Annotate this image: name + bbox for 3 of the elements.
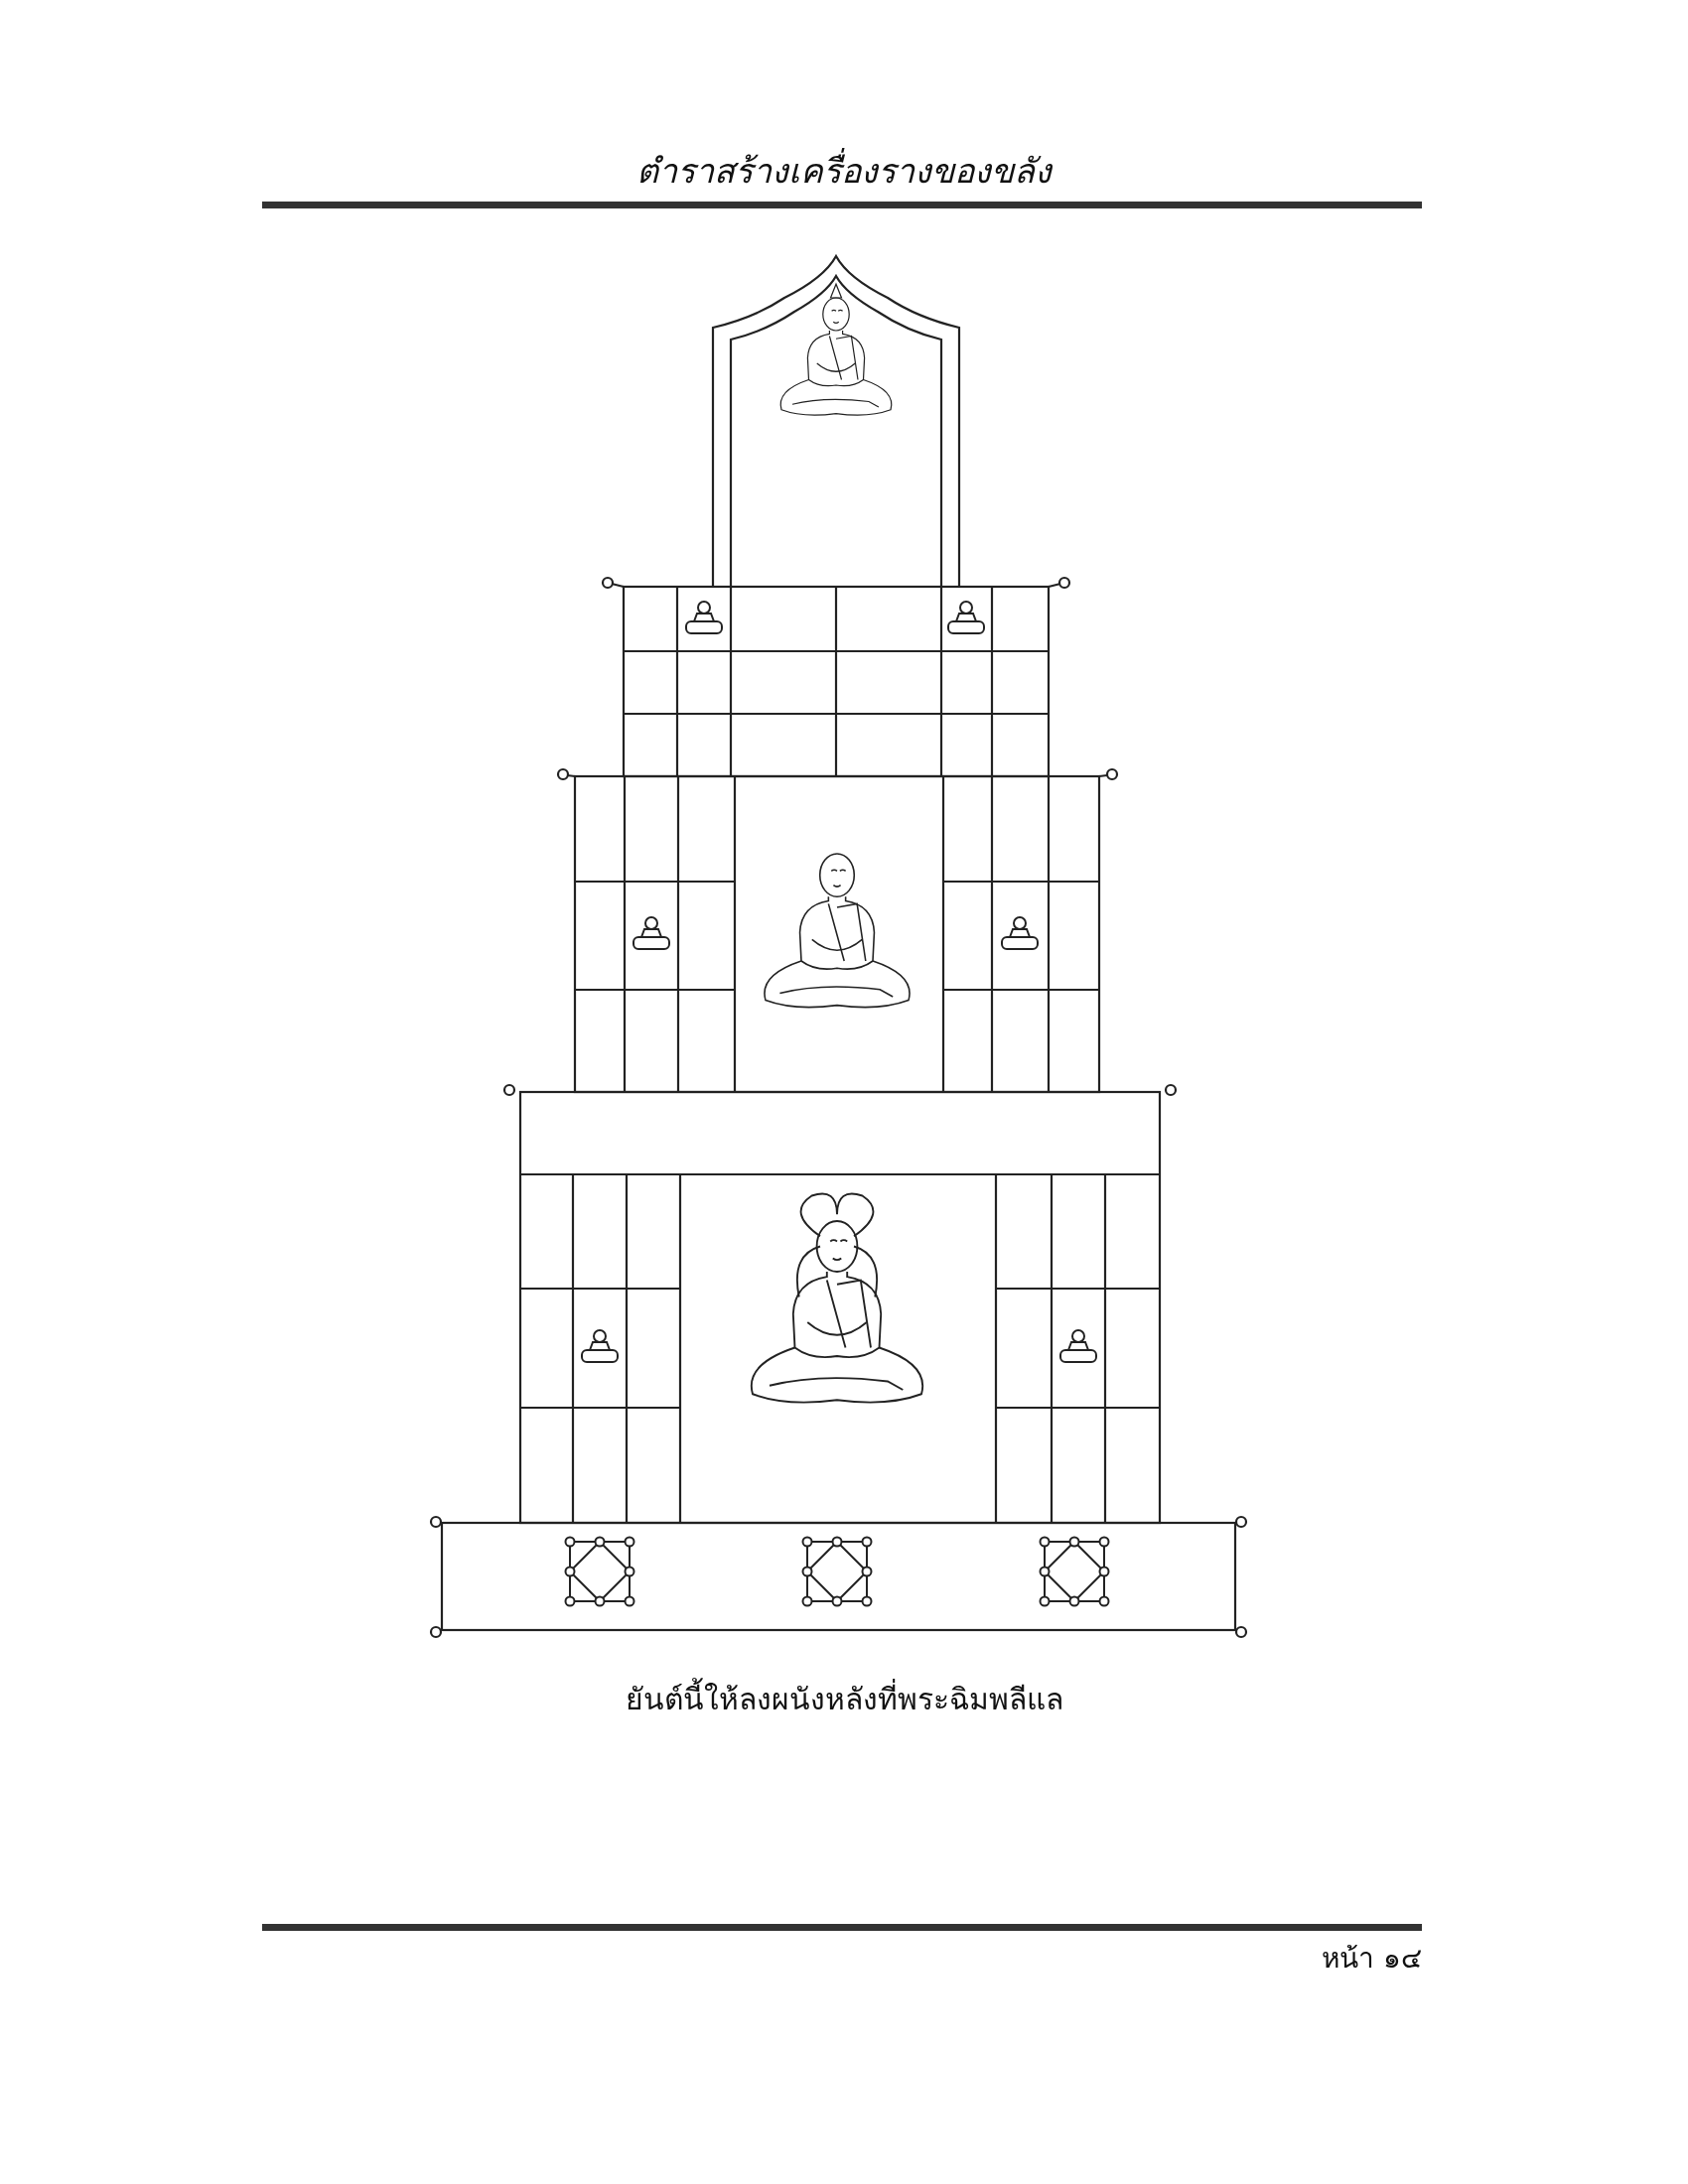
caption: ยันต์นี้ให้ลงผนังหลังที่พระฉิมพลีแล <box>496 1676 1192 1722</box>
page-header: ตำราสร้างเครื่องรางของขลัง <box>596 144 1092 198</box>
page-number: หน้า ๑๔ <box>1321 1941 1422 1977</box>
